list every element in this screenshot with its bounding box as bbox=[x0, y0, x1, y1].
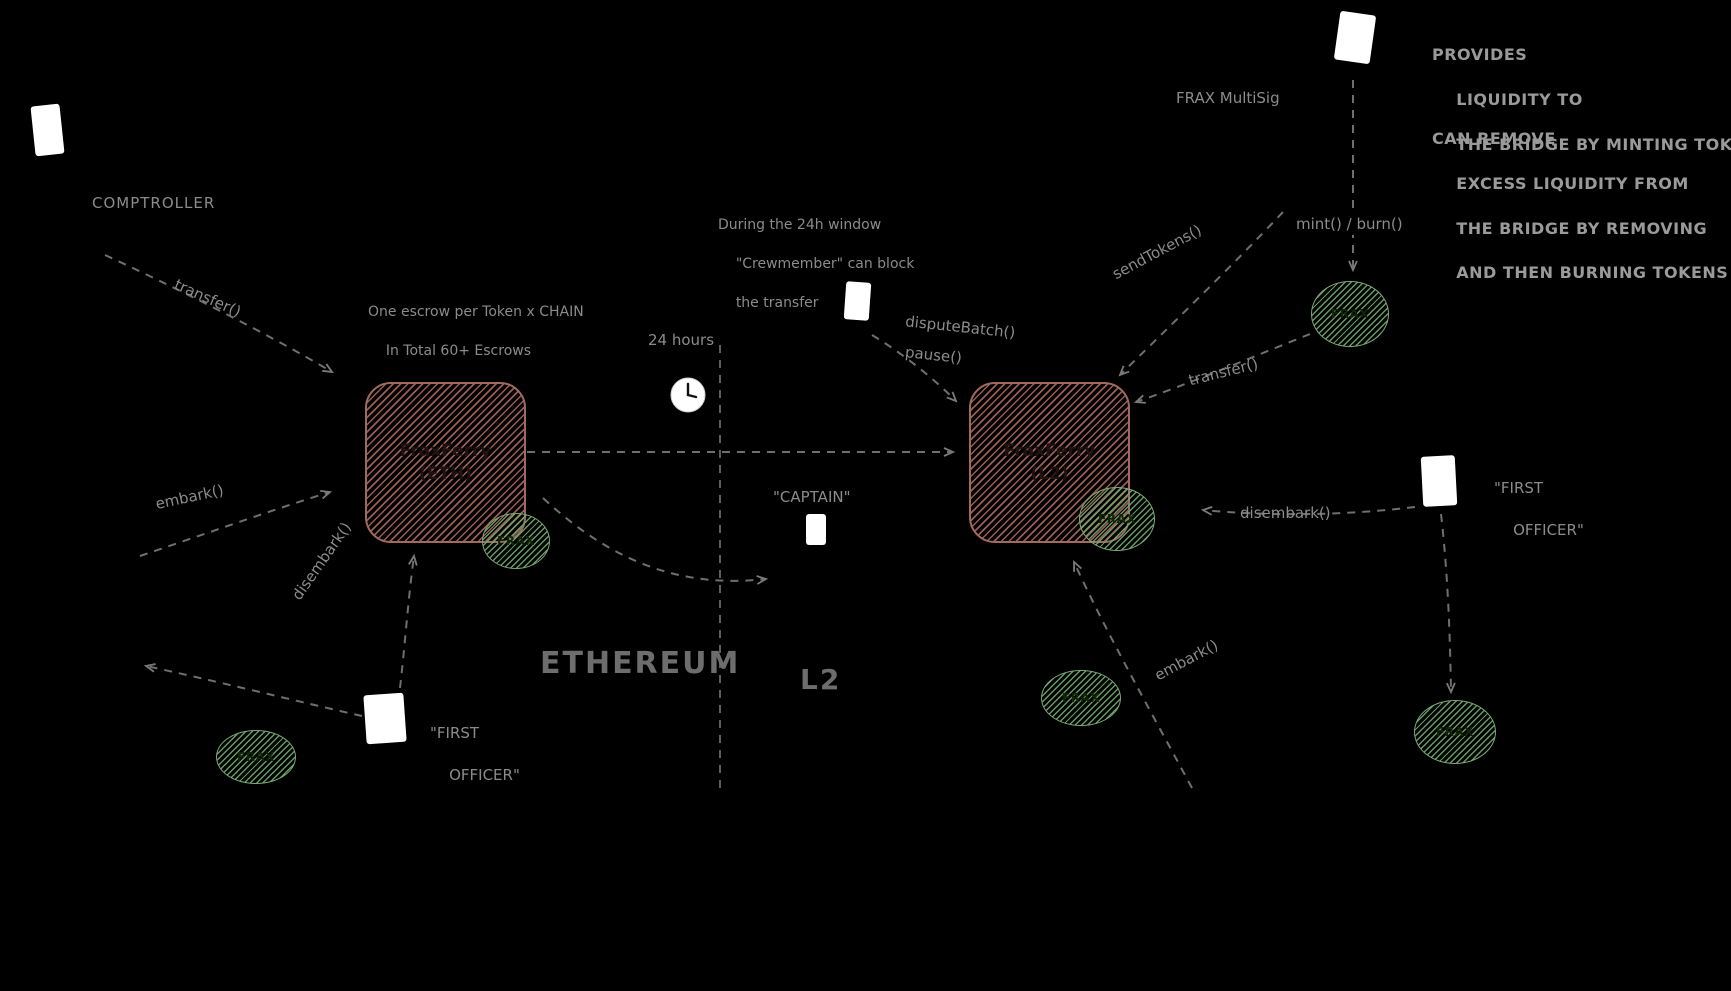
crewmember-note: During the 24h window "Crewmember" can b… bbox=[718, 216, 914, 314]
comptroller-person-icon bbox=[30, 103, 65, 157]
officer-right-person-icon bbox=[1420, 455, 1458, 507]
token-label: FRAX bbox=[1436, 725, 1474, 739]
remove-line3: THE BRIDGE BY REMOVING bbox=[1456, 218, 1708, 238]
provides-line1: PROVIDES bbox=[1432, 45, 1528, 64]
provides-line2: LIQUIDITY TO bbox=[1456, 89, 1583, 109]
officer-left-line2: OFFICER" bbox=[449, 766, 520, 784]
remove-line1: CAN REMOVE bbox=[1432, 129, 1556, 148]
24-hours-label: 24 hours bbox=[648, 331, 715, 349]
provides-liquidity-note: PROVIDES LIQUIDITY TO THE BRIDGE BY MINT… bbox=[1432, 44, 1731, 156]
fraxferry-l2-box: FraxFerry (L2) bbox=[969, 382, 1130, 543]
officer-left-person-icon bbox=[363, 692, 407, 745]
remove-liquidity-note: CAN REMOVE EXCESS LIQUIDITY FROM THE BRI… bbox=[1432, 128, 1728, 285]
fraxferry-eth-title: FraxFerry bbox=[399, 440, 492, 461]
transfer-right-arrow bbox=[1133, 333, 1311, 404]
transfer-left-arrow bbox=[104, 254, 334, 374]
token-label: FRAX bbox=[1331, 307, 1369, 321]
officer-left-token-arrow bbox=[143, 663, 363, 717]
ethereum-label: ETHEREUM bbox=[540, 646, 741, 681]
disembark-right-arrow bbox=[1200, 506, 1416, 516]
embark-right-arrow bbox=[1073, 559, 1193, 789]
officer-left-line1: "FIRST bbox=[430, 724, 480, 742]
fraxferry-eth-box: FraxFerry (ETH) bbox=[365, 382, 526, 543]
token-label: FRAX bbox=[497, 534, 535, 548]
mint-burn-label: mint() / burn() bbox=[1292, 214, 1407, 235]
officer-right-line2: OFFICER" bbox=[1513, 521, 1584, 539]
clock-icon bbox=[670, 377, 706, 413]
token-officer-right: FRAX bbox=[1414, 700, 1496, 764]
token-minted: FRAX bbox=[1311, 281, 1389, 347]
frax-multisig-label: FRAX MultiSig bbox=[1176, 89, 1280, 107]
disembark-left-arrow bbox=[399, 553, 418, 689]
fraxferry-l2-subtitle: (L2) bbox=[1030, 463, 1069, 484]
token-label: FRAX bbox=[1098, 512, 1136, 526]
escrow-note-line1: One escrow per Token x CHAIN bbox=[368, 304, 584, 320]
provides-line3: THE BRIDGE BY MINTING TOKENS bbox=[1456, 134, 1731, 154]
token-label: FRAX bbox=[237, 750, 275, 764]
comptroller-label: COMPTROLLER bbox=[92, 194, 216, 212]
fraxferry-l2-title: FraxFerry bbox=[1003, 440, 1096, 461]
multisig-person-icon bbox=[1333, 10, 1377, 65]
disembark-right-label: disembark() bbox=[1240, 504, 1331, 522]
escrow-note-line2: In Total 60+ Escrows bbox=[385, 343, 532, 360]
token-eth-escrow: FRAX bbox=[482, 513, 550, 569]
remove-line4: AND THEN BURNING TOKENS bbox=[1456, 263, 1729, 283]
fraxferry-eth-subtitle: (ETH) bbox=[419, 463, 472, 484]
officer-left-label: "FIRST OFFICER" bbox=[430, 723, 520, 786]
officer-right-label: "FIRST OFFICER" bbox=[1494, 478, 1584, 541]
token-l2-bridge: FRAX bbox=[1079, 487, 1155, 551]
batch-curve-arrow bbox=[542, 497, 769, 585]
escrow-note: One escrow per Token x CHAIN In Total 60… bbox=[368, 303, 584, 362]
crew-note-line1: During the 24h window bbox=[718, 217, 882, 233]
captain-person-icon bbox=[806, 514, 826, 545]
crew-note-line2: "Crewmember" can block bbox=[735, 256, 915, 273]
l2-label: L2 bbox=[800, 663, 842, 696]
captain-label: "CAPTAIN" bbox=[773, 488, 851, 506]
officer-right-line1: "FIRST bbox=[1494, 479, 1544, 497]
crew-note-line3: the transfer bbox=[735, 295, 819, 312]
dispute-arrow bbox=[871, 334, 958, 403]
token-officer-left: FRAX bbox=[216, 730, 296, 784]
token-label: FRAX bbox=[1062, 691, 1100, 705]
remove-line2: EXCESS LIQUIDITY FROM bbox=[1456, 173, 1689, 193]
token-l2-user: FRAX bbox=[1041, 670, 1121, 726]
officer-right-token-arrow bbox=[1440, 513, 1456, 695]
